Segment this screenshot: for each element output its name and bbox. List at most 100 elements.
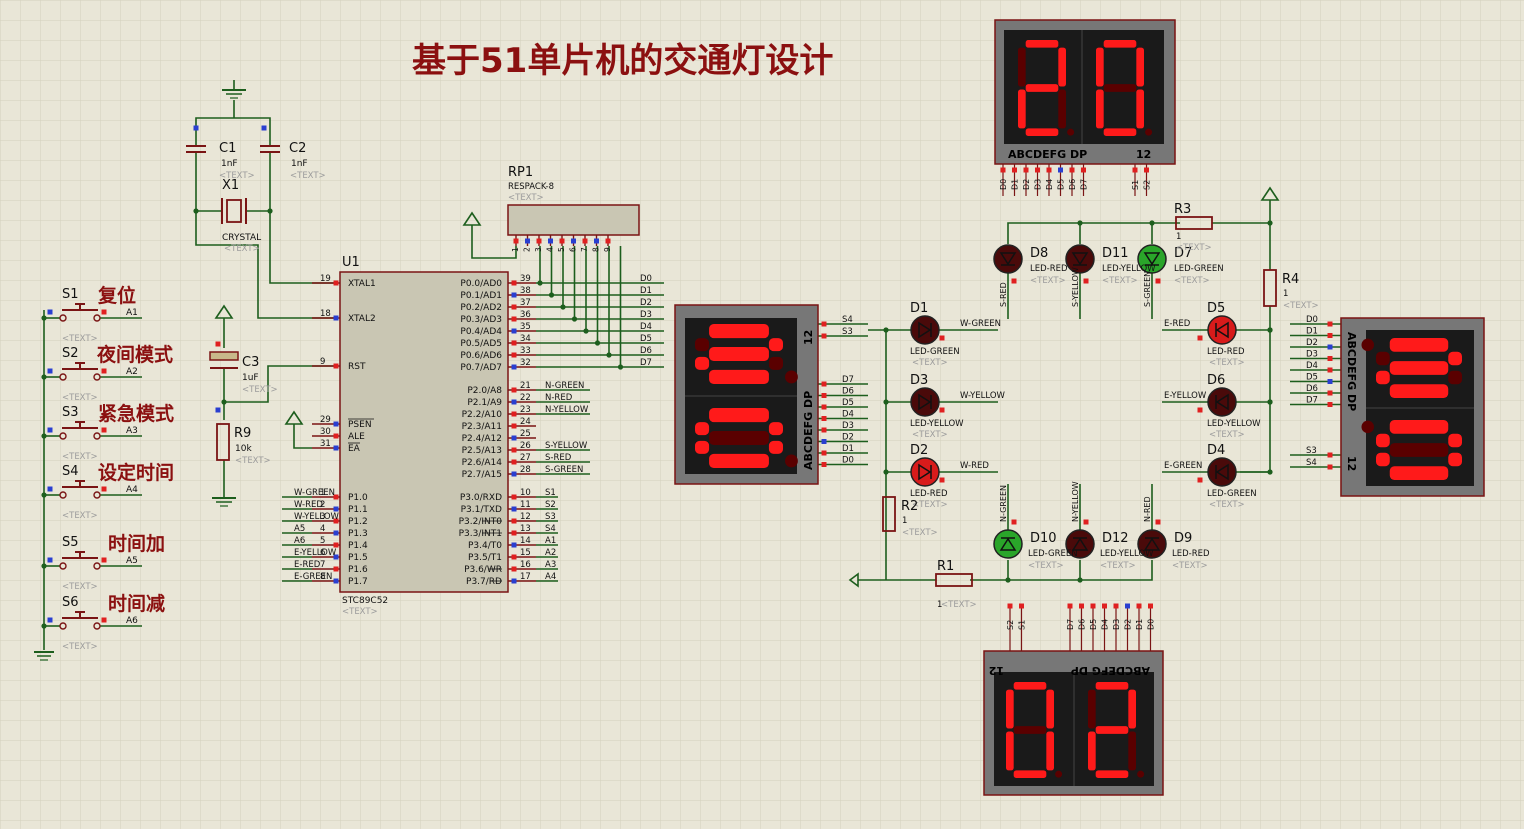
pin-marker bbox=[1083, 519, 1089, 525]
led-ref: D8 bbox=[1030, 246, 1048, 261]
button-ref-S1: S1 bbox=[62, 287, 79, 302]
led-body bbox=[1137, 244, 1167, 274]
button-label-S3: 紧急模式 bbox=[98, 402, 174, 425]
pin-marker bbox=[1327, 379, 1333, 384]
pin-marker bbox=[821, 450, 827, 456]
led-symbol bbox=[918, 463, 932, 481]
led-net: N-YELLOW bbox=[1071, 481, 1080, 522]
led-part: LED-RED bbox=[1030, 264, 1068, 274]
pin-marker bbox=[1327, 464, 1333, 470]
junction-dot bbox=[571, 316, 578, 322]
display-top bbox=[994, 19, 1176, 165]
pin-marker bbox=[511, 459, 517, 465]
led-ref: D12 bbox=[1102, 531, 1129, 546]
led-symbol bbox=[1215, 321, 1229, 339]
junction-dot bbox=[41, 374, 47, 380]
text-placeholder: <TEXT> bbox=[224, 244, 260, 254]
led-symbol bbox=[1215, 463, 1229, 481]
display-right-label: ABCDEFG DP bbox=[1345, 332, 1358, 411]
mcu-pin-name: P1.7 bbox=[348, 577, 368, 587]
labels: C11nF<TEXT>C21nF<TEXT>X1CRYSTAL<TEXT>C31… bbox=[62, 141, 1358, 677]
display-pin-label: D5 bbox=[1306, 373, 1318, 383]
net-label: N-GREEN bbox=[545, 381, 584, 391]
led-body bbox=[910, 387, 940, 417]
display-digit bbox=[1018, 40, 1075, 136]
pin-marker bbox=[1081, 167, 1086, 173]
mcu-pin-number: 3 bbox=[320, 512, 325, 522]
display-pin-label: D3 bbox=[1306, 350, 1318, 360]
segment bbox=[1095, 726, 1129, 734]
respack-pin-number: 5 bbox=[557, 247, 566, 252]
led-body bbox=[1207, 457, 1237, 487]
net-label: D5 bbox=[640, 334, 652, 344]
led-net: E-YELLOW bbox=[1164, 391, 1207, 401]
display-pin-label: D3 bbox=[842, 421, 854, 431]
net-label: D2 bbox=[640, 298, 652, 308]
respack-part: RESPACK-8 bbox=[508, 182, 554, 192]
text-placeholder: <TEXT> bbox=[508, 193, 544, 203]
pin-marker bbox=[511, 340, 517, 346]
pin-marker bbox=[939, 407, 945, 413]
led-body bbox=[1065, 529, 1095, 559]
pin-marker bbox=[47, 557, 53, 563]
mcu-pin-name: P2.0/A8 bbox=[467, 386, 502, 396]
pin-marker bbox=[215, 407, 221, 413]
display-pin-label: S2 bbox=[1006, 620, 1015, 630]
display-pin-label: D4 bbox=[1045, 179, 1054, 190]
display-pin-label: D3 bbox=[1112, 619, 1121, 630]
display-top-label: ABCDEFG DP bbox=[1008, 148, 1087, 161]
pin-marker bbox=[1012, 167, 1017, 173]
junction-dot bbox=[594, 340, 601, 346]
display-left-label2: 12 bbox=[802, 330, 815, 345]
segment-dp bbox=[1055, 770, 1063, 778]
segment-dp bbox=[1361, 420, 1374, 434]
led-net: S-RED bbox=[999, 282, 1008, 307]
r2-ref: R2 bbox=[901, 499, 918, 514]
segment bbox=[1376, 452, 1390, 467]
mcu-pin-number: 27 bbox=[520, 453, 531, 463]
display-pin-label: D7 bbox=[1306, 396, 1318, 406]
segment bbox=[1103, 128, 1137, 136]
segment bbox=[1128, 689, 1136, 729]
mcu-pin-name: P1.5 bbox=[348, 553, 368, 563]
mcu-pin-number: 25 bbox=[520, 429, 531, 439]
junction-dot bbox=[548, 292, 555, 298]
led-D11 bbox=[1065, 244, 1095, 274]
led-net: E-RED bbox=[1164, 319, 1191, 329]
net-label: E-YELLOW bbox=[294, 548, 337, 558]
wire-xtal2 bbox=[195, 170, 338, 319]
pin-marker bbox=[511, 566, 517, 572]
led-part: LED-YELLOW bbox=[1100, 549, 1154, 559]
c3-ref: C3 bbox=[242, 355, 259, 370]
led-body bbox=[993, 529, 1023, 559]
net-label: W-RED bbox=[294, 500, 323, 510]
display-pin-label: S1 bbox=[1131, 180, 1140, 190]
pin-marker bbox=[548, 238, 553, 244]
led-triangle bbox=[918, 463, 932, 481]
led-body bbox=[910, 315, 940, 345]
text-placeholder: <TEXT> bbox=[941, 600, 977, 610]
mcu-pin-name: P3.2/INT0 bbox=[459, 517, 503, 527]
led-net: N-GREEN bbox=[999, 485, 1008, 522]
text-placeholder: <TEXT> bbox=[902, 528, 938, 538]
display-pin-label: D6 bbox=[1068, 179, 1077, 190]
segment bbox=[1006, 689, 1014, 729]
pin-marker bbox=[1046, 167, 1052, 173]
segment bbox=[1025, 40, 1059, 48]
button-contact bbox=[59, 314, 67, 322]
display-right-label2: 12 bbox=[1345, 456, 1358, 471]
display-bottom-label: ABCDEFG DP bbox=[1071, 664, 1150, 677]
led-symbol bbox=[1071, 252, 1089, 266]
pin-marker bbox=[821, 427, 827, 433]
mcu-pin-name: ALE bbox=[348, 432, 365, 442]
mcu-pin-name: P1.2 bbox=[348, 517, 368, 527]
r9-value: 10k bbox=[235, 444, 252, 454]
pin-marker bbox=[1148, 603, 1153, 609]
pin-marker bbox=[511, 554, 517, 560]
pin-marker bbox=[333, 494, 339, 500]
respack-pin-number: 9 bbox=[603, 247, 612, 252]
pin-marker bbox=[1144, 167, 1149, 173]
respack-pin-number: 2 bbox=[523, 247, 532, 252]
net-label: D1 bbox=[640, 286, 652, 296]
segment bbox=[709, 453, 769, 468]
